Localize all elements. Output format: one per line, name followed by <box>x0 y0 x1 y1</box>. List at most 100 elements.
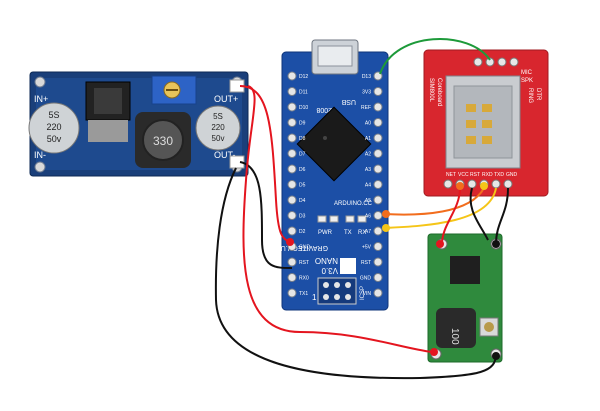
nano-left-pin <box>287 164 297 174</box>
wire-green <box>379 38 491 75</box>
sim-pin-rxd: RXD <box>482 172 493 178</box>
mini360-trimpot <box>479 317 499 337</box>
sim-pin-gnd: GND <box>506 172 518 178</box>
sim-pin-spk: SPK <box>521 78 533 84</box>
sim-pin-mic: MIC <box>521 70 533 76</box>
wire-red-2 <box>242 85 433 353</box>
mini360-inductor-label: 100 <box>449 328 460 345</box>
nano-right-pin <box>373 164 383 174</box>
cap-right-line1: 5S <box>213 112 223 121</box>
wire-black-2 <box>214 167 497 380</box>
nano-left-pin-label: GND <box>299 245 311 251</box>
regulator-ic <box>85 81 131 142</box>
sim-pin-net: NET <box>446 172 456 178</box>
wire-orange <box>383 187 485 216</box>
sim-pin-vcc: VCC <box>458 172 469 178</box>
nano-right-pin-label: RST <box>361 260 371 266</box>
nano-right-pin-label: 3V3 <box>362 90 371 96</box>
cap-left-line1: 5S <box>48 110 59 120</box>
nano-left-pin <box>287 195 297 205</box>
nano-left-pin-label: RX0 <box>299 276 309 282</box>
cap-right-line3: 50v <box>212 134 225 143</box>
nano-left-pin <box>287 211 297 220</box>
usb-connector <box>311 39 359 75</box>
wire-red-1 <box>239 85 293 243</box>
led-rx-label: RX <box>358 230 366 236</box>
nano-right-pin <box>373 149 383 158</box>
inductor: 330 <box>135 112 191 168</box>
year-label: 2008 <box>316 106 332 113</box>
nano-right-pin-label: A3 <box>365 167 371 173</box>
nano-left-pin <box>287 288 297 298</box>
logo <box>340 258 356 274</box>
nano-right-pin-label: VIN <box>363 291 372 297</box>
nano-left-pin-label: D11 <box>299 90 308 96</box>
arduino-nano: USB 2008 PWR TX RX ARDUINO.CC GRAVITECH.… <box>276 39 389 311</box>
nano-left-pin <box>287 180 297 189</box>
nano-left-pin-label: D12 <box>299 74 308 80</box>
nano-left-pin <box>287 149 297 158</box>
nano-right-pin-label: A2 <box>365 152 371 158</box>
wire-black-4 <box>469 187 489 241</box>
nano-right-pin-label: D13 <box>362 74 371 80</box>
nano-left-pin <box>287 273 297 282</box>
wire-red-3 <box>441 187 461 245</box>
nano-right-pin <box>373 102 383 112</box>
microcontroller-chip <box>296 106 372 182</box>
nano-left-pin <box>287 133 297 143</box>
capacitor-left: 5S 220 50v <box>28 102 80 154</box>
board-name: NANO <box>315 256 338 265</box>
sim-model-label: SIM800L <box>428 78 434 103</box>
nano-left-pin <box>287 257 297 267</box>
nano-left-pin-label: D6 <box>299 167 306 173</box>
nano-left-pin-label: RST <box>299 260 309 266</box>
label-in-minus: IN- <box>34 150 46 160</box>
sim-pin-rst: RST <box>470 172 480 178</box>
label-in-plus: IN+ <box>34 94 48 104</box>
sim800l-module: RING DTR MIC SPK SIM800L Coreboard NET V… <box>423 49 549 197</box>
inductor-label: 330 <box>153 134 173 148</box>
nano-right-pin-label: GND <box>360 276 372 282</box>
nano-right-pin <box>373 226 383 236</box>
led-row <box>317 215 367 223</box>
nano-left-pin <box>287 226 297 236</box>
brand-label: GRAVITECH.US <box>276 244 328 251</box>
cap-left-line3: 50v <box>47 134 62 144</box>
nano-right-pin-label: A0 <box>365 121 371 127</box>
sim-card-holder <box>445 75 521 169</box>
nano-right-pin <box>373 180 383 189</box>
wire-endpoints <box>286 182 500 360</box>
usb-label: USB <box>341 98 356 105</box>
nano-left-pin-label: D9 <box>299 121 306 127</box>
nano-right-pin <box>373 87 383 96</box>
nano-left-pin-label: D3 <box>299 214 306 220</box>
label-out-plus: OUT+ <box>214 94 238 104</box>
board-version: V3.0 <box>321 266 338 275</box>
nano-right-pin <box>373 211 383 220</box>
nano-left-pin-label: D10 <box>299 105 308 111</box>
nano-right-pin-label: A7 <box>365 229 371 235</box>
wire-black-3 <box>495 187 509 245</box>
nano-right-pin-label: A1 <box>365 136 371 142</box>
nano-left-pin-label: D5 <box>299 183 306 189</box>
cap-left-line2: 220 <box>46 122 61 132</box>
nano-right-pin <box>373 133 383 143</box>
nano-right-pin <box>373 195 383 205</box>
potentiometer <box>151 75 197 105</box>
mini360-buck-module: 100 <box>427 233 503 363</box>
nano-right-pin <box>373 257 383 267</box>
nano-right-pin <box>373 288 383 298</box>
label-out-minus: OUT- <box>214 150 236 160</box>
led-pwr-label: PWR <box>318 230 333 236</box>
icsp-label: ICSP <box>360 286 366 300</box>
nano-right-pin-label: REF <box>361 105 371 111</box>
pin1-marker: 1 <box>312 293 317 302</box>
nano-left-pin <box>287 102 297 112</box>
sim-top-header <box>473 57 519 67</box>
buck-converter-lm2596: 330 5S 220 50v 5S 220 50v IN+ IN- OUT+ O… <box>28 71 249 177</box>
nano-left-pin-label: TX1 <box>299 291 308 297</box>
nano-left-pin <box>287 118 297 127</box>
wires <box>214 38 509 380</box>
